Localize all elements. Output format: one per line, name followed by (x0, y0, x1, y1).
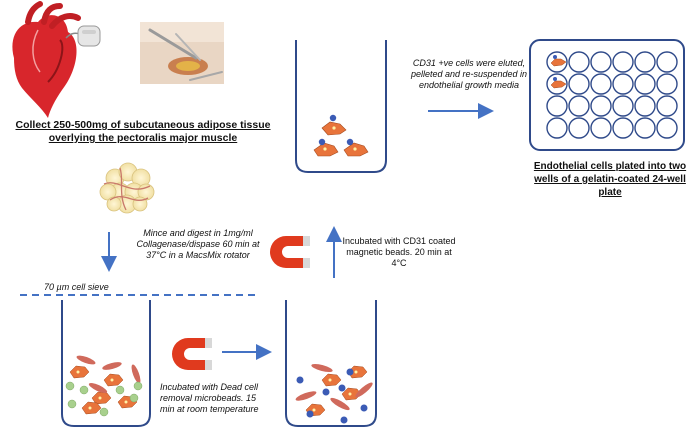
wells-group (546, 51, 678, 139)
stromal-cell (295, 391, 317, 401)
bead (322, 388, 330, 396)
heart-icon (12, 1, 101, 118)
well (634, 73, 656, 95)
bead (306, 410, 314, 418)
mince-label: Mince and digest in 1mg/ml Collagenase/d… (136, 228, 260, 260)
well (656, 117, 678, 139)
stromal-cell (88, 382, 108, 394)
well (590, 51, 612, 73)
well (656, 73, 678, 95)
stromal-cell (76, 355, 96, 365)
bead (553, 77, 557, 81)
surgery-photo (140, 22, 224, 84)
sieve-label: 70 µm cell sieve (44, 282, 109, 292)
well (634, 117, 656, 139)
well (568, 117, 590, 139)
well (568, 51, 590, 73)
dead-cell (133, 381, 143, 391)
dead-cell (67, 399, 77, 409)
well (612, 51, 634, 73)
cd31-beads-label: Incubated with CD31 coated magnetic bead… (342, 236, 456, 268)
dead-cell (65, 381, 75, 391)
well (568, 73, 590, 95)
eluted-label: CD31 +ve cells were eluted, pelleted and… (410, 58, 528, 90)
well (634, 95, 656, 117)
collect-label: Collect 250-500mg of subcutaneous adipos… (15, 119, 271, 144)
bead (553, 55, 557, 59)
stromal-cell (311, 363, 333, 373)
plated-label: Endothelial cells plated into two wells … (533, 161, 687, 198)
dead-cell-label: Incubated with Dead cell removal microbe… (160, 382, 259, 414)
well (612, 95, 634, 117)
bead (340, 416, 348, 424)
tube3-cells-group (295, 363, 373, 424)
tube-digested-cells (61, 300, 151, 427)
dead-cell (79, 385, 89, 395)
well (546, 95, 568, 117)
well (568, 95, 590, 117)
magnet-icon-2 (270, 236, 310, 268)
dead-cell (99, 407, 109, 417)
well (612, 117, 634, 139)
tube2-cells-group (65, 355, 143, 417)
tube-cd31-positive (295, 40, 387, 173)
well (590, 117, 612, 139)
tube-labelled-cells (285, 300, 377, 427)
well (656, 51, 678, 73)
bead (346, 368, 354, 376)
stromal-cell (355, 382, 373, 398)
stromal-cell (131, 364, 141, 384)
stromal-cell (330, 397, 350, 411)
dead-cell (115, 385, 125, 395)
well (656, 95, 678, 117)
well (590, 73, 612, 95)
well (612, 73, 634, 95)
well (634, 51, 656, 73)
dead-cell (129, 393, 139, 403)
magnet-icon (172, 338, 212, 370)
bead (338, 384, 346, 392)
well (546, 117, 568, 139)
adipose-tissue-icon (99, 162, 155, 214)
well (590, 95, 612, 117)
bead (296, 376, 304, 384)
bead (360, 404, 368, 412)
stromal-cell (102, 362, 122, 370)
